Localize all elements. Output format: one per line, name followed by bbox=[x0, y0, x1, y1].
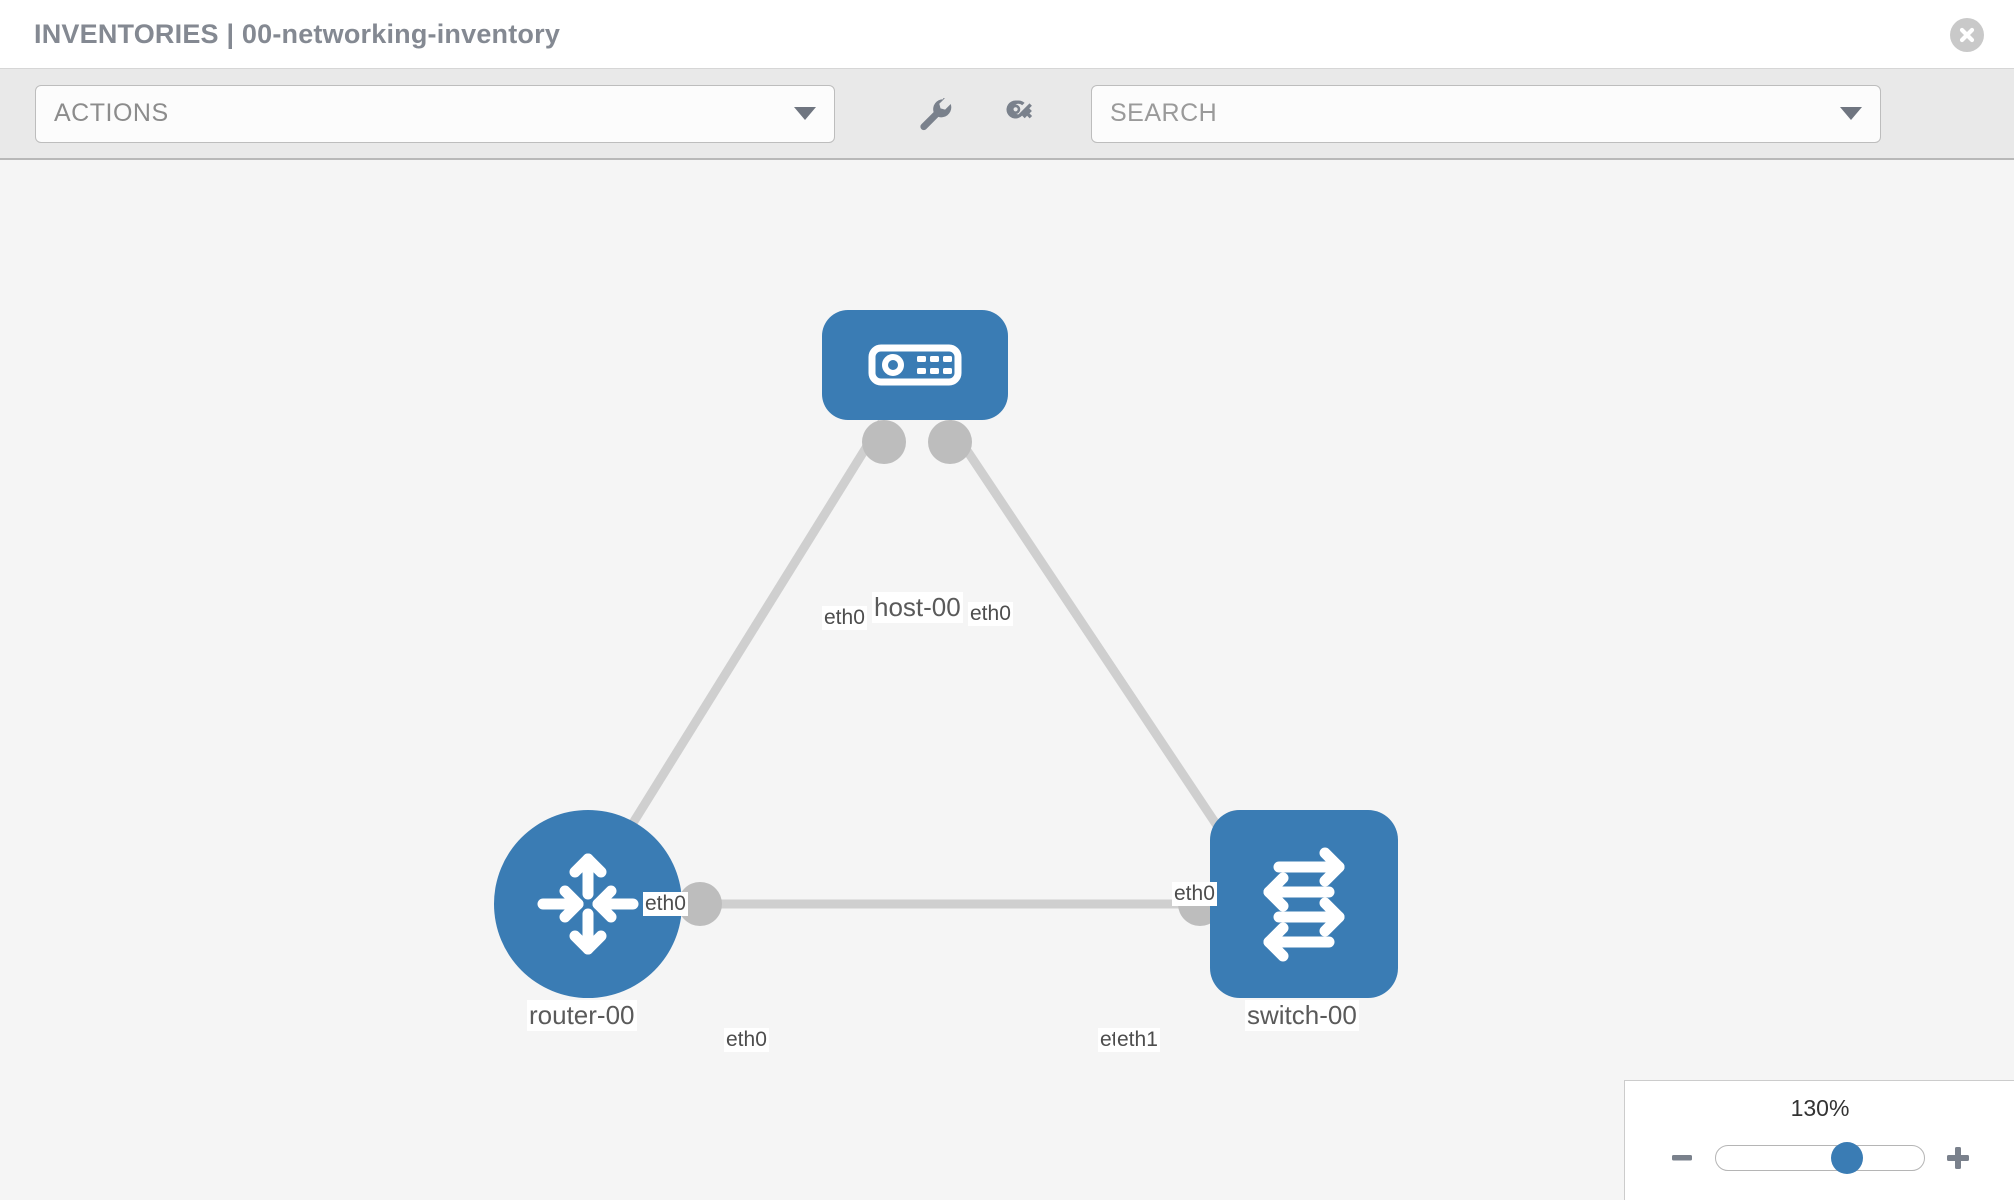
plus-icon bbox=[1947, 1147, 1969, 1169]
actions-dropdown[interactable]: ACTIONS bbox=[35, 84, 835, 143]
node-router-00-label: router-00 bbox=[527, 1000, 637, 1031]
port-label-router-up: eth0 bbox=[643, 892, 688, 916]
page-header: INVENTORIES | 00-networking-inventory bbox=[0, 0, 2014, 68]
link-connectors bbox=[608, 420, 1260, 926]
port-label-switch-left-front: eth1 bbox=[1115, 1028, 1160, 1052]
zoom-slider-thumb[interactable] bbox=[1831, 1142, 1864, 1174]
node-host-00-label: host-00 bbox=[872, 592, 963, 623]
topology-canvas[interactable]: host-00 bbox=[0, 160, 2014, 1200]
actions-dropdown-label: ACTIONS bbox=[54, 99, 169, 127]
wrench-icon[interactable] bbox=[913, 92, 957, 136]
link-host-router[interactable] bbox=[606, 419, 886, 863]
node-switch-00-shape[interactable] bbox=[1210, 810, 1398, 998]
node-host-00-shape[interactable] bbox=[822, 310, 1008, 420]
toolbar: ACTIONS bbox=[0, 68, 2014, 160]
port-label-host-right: eth0 bbox=[968, 602, 1013, 626]
server-icon bbox=[868, 344, 962, 386]
search-input[interactable] bbox=[1110, 99, 1840, 128]
router-icon bbox=[537, 853, 639, 955]
close-icon[interactable] bbox=[1950, 18, 1984, 52]
port-label-host-left: eth0 bbox=[822, 606, 867, 630]
switch-icon bbox=[1263, 847, 1345, 962]
node-switch-00-label: switch-00 bbox=[1245, 1000, 1359, 1031]
zoom-out-button[interactable] bbox=[1665, 1141, 1699, 1175]
key-icon[interactable] bbox=[999, 92, 1043, 136]
link-lines bbox=[606, 419, 1244, 909]
chevron-down-icon[interactable] bbox=[1840, 107, 1862, 120]
zoom-slider-track[interactable] bbox=[1715, 1142, 1925, 1174]
node-router-00-shape[interactable] bbox=[494, 810, 682, 998]
chevron-down-icon bbox=[794, 107, 816, 120]
search-box[interactable] bbox=[1091, 84, 1881, 143]
topology-links-layer bbox=[606, 419, 1260, 926]
page-title: INVENTORIES | 00-networking-inventory bbox=[34, 18, 561, 49]
minus-icon bbox=[1672, 1155, 1692, 1161]
toolbar-icon-group bbox=[913, 92, 1043, 136]
link-host-switch[interactable] bbox=[944, 419, 1244, 863]
zoom-in-button[interactable] bbox=[1941, 1141, 1975, 1175]
port-label-router-right: eth0 bbox=[724, 1028, 769, 1052]
connector-host-left[interactable] bbox=[862, 420, 906, 464]
port-label-switch-up: eth0 bbox=[1172, 882, 1217, 906]
zoom-control-row bbox=[1625, 1135, 2014, 1181]
connector-router-right[interactable] bbox=[678, 882, 722, 926]
connector-host-right[interactable] bbox=[928, 420, 972, 464]
zoom-level-value: 130% bbox=[1790, 1095, 1850, 1121]
zoom-control-panel: 130% bbox=[1624, 1080, 2014, 1200]
